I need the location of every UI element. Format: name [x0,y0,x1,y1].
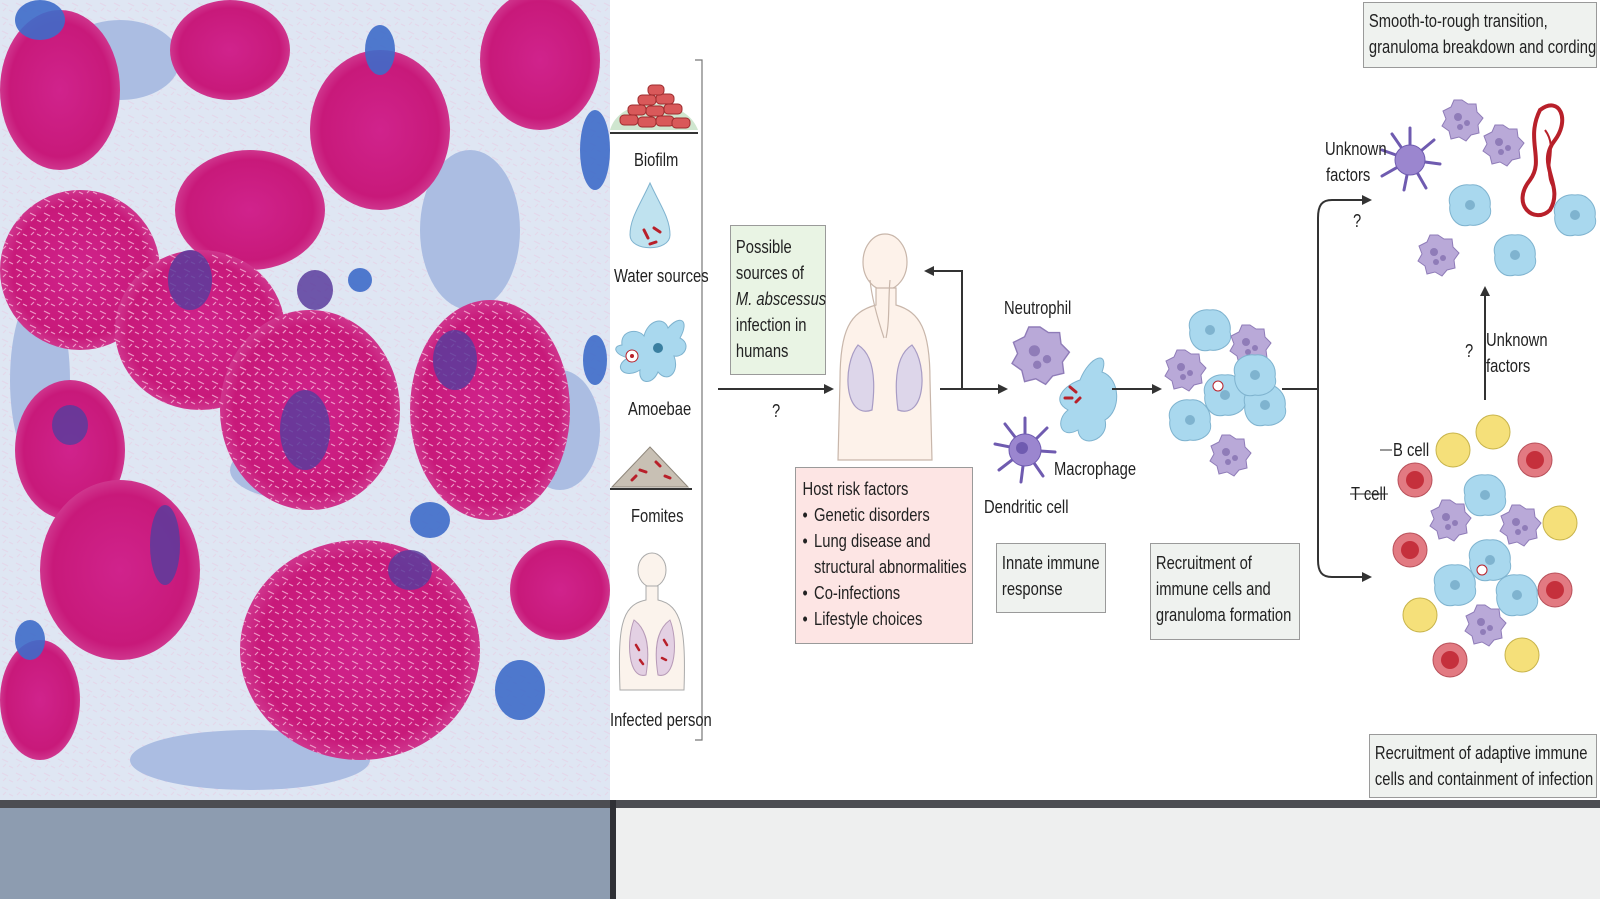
host-risk-box: Host risk factors Genetic disorders Lung… [795,467,973,644]
granuloma-box-line1: Recruitment of [1155,553,1252,573]
neutrophil-label: Neutrophil [1004,298,1072,318]
unknown-factors-side-line1: Unknown [1486,330,1548,350]
sources-box-line1: Possible [735,237,792,257]
cording-cluster [1380,99,1597,277]
source-label-infected-person: Infected person [610,710,712,730]
rough-box-line1: Smooth-to-rough transition, [1368,11,1548,31]
innate-box-line2: response [1001,579,1063,599]
water-drop-icon [629,181,671,249]
adaptive-box-line2: cells and containment of infection [1374,769,1594,789]
rough-transition-box: Smooth-to-rough transition, granuloma br… [1363,2,1597,68]
rough-box-line2: granuloma breakdown and cording [1368,37,1597,57]
source-label-fomites: Fomites [631,506,684,526]
adaptive-cluster [1350,414,1578,678]
sources-question: ? [772,401,781,421]
human-figure [837,233,933,461]
fomites-icon [610,446,692,490]
neutrophil-cell [1011,326,1071,386]
host-risk-item: Genetic disorders [803,502,941,528]
sources-box-line4: infection in [735,315,807,335]
dendritic-label: Dendritic cell [984,497,1069,517]
adaptive-box: Recruitment of adaptive immune cells and… [1369,734,1597,798]
granuloma-box-line3: granuloma formation [1155,605,1292,625]
infection-diagram: Biofilm Water sources Amoebae Fomites In… [610,0,1600,800]
granuloma-box-line2: immune cells and [1155,579,1271,599]
bottom-left-panel [0,808,610,899]
source-label-water: Water sources [614,266,709,286]
rough-question: ? [1353,211,1362,231]
sources-box-line5: humans [735,341,789,361]
granuloma-cluster [1164,309,1287,477]
divider-bar [0,800,1600,808]
sources-box: Possible sources of M. abscessus infecti… [730,225,826,375]
granuloma-box: Recruitment of immune cells and granulom… [1150,543,1300,640]
source-label-biofilm: Biofilm [634,150,679,170]
unknown-factors-side-line2: factors [1486,356,1531,376]
bottom-right-panel [616,808,1600,899]
sources-box-line2: sources of [735,263,805,283]
tcell-label: T cell [1351,484,1387,504]
host-risk-item: Co-infections [803,580,941,606]
host-risk-item: Lifestyle choices [803,606,941,632]
host-risk-title: Host risk factors [802,479,909,499]
unknown-factors-top-line2: factors [1326,165,1371,185]
unknown-factors-top-line1: Unknown [1325,139,1387,159]
dendritic-cell [993,416,1057,484]
biofilm-icon [610,84,698,134]
micrograph-image [0,0,610,800]
sources-box-line3: M. abscessus [735,289,827,309]
amoeba-icon [615,319,687,382]
bcell-label: B cell [1393,440,1430,460]
source-label-amoebae: Amoebae [628,399,692,419]
adaptive-box-line1: Recruitment of adaptive immune [1374,743,1588,763]
macrophage-label: Macrophage [1054,459,1137,479]
infected-person-icon [618,552,685,691]
adaptive-up-question: ? [1465,341,1474,361]
divider-vertical [610,800,616,899]
innate-box-line1: Innate immune [1001,553,1100,573]
macrophage-cell [1059,357,1118,442]
innate-box: Innate immune response [996,543,1106,613]
